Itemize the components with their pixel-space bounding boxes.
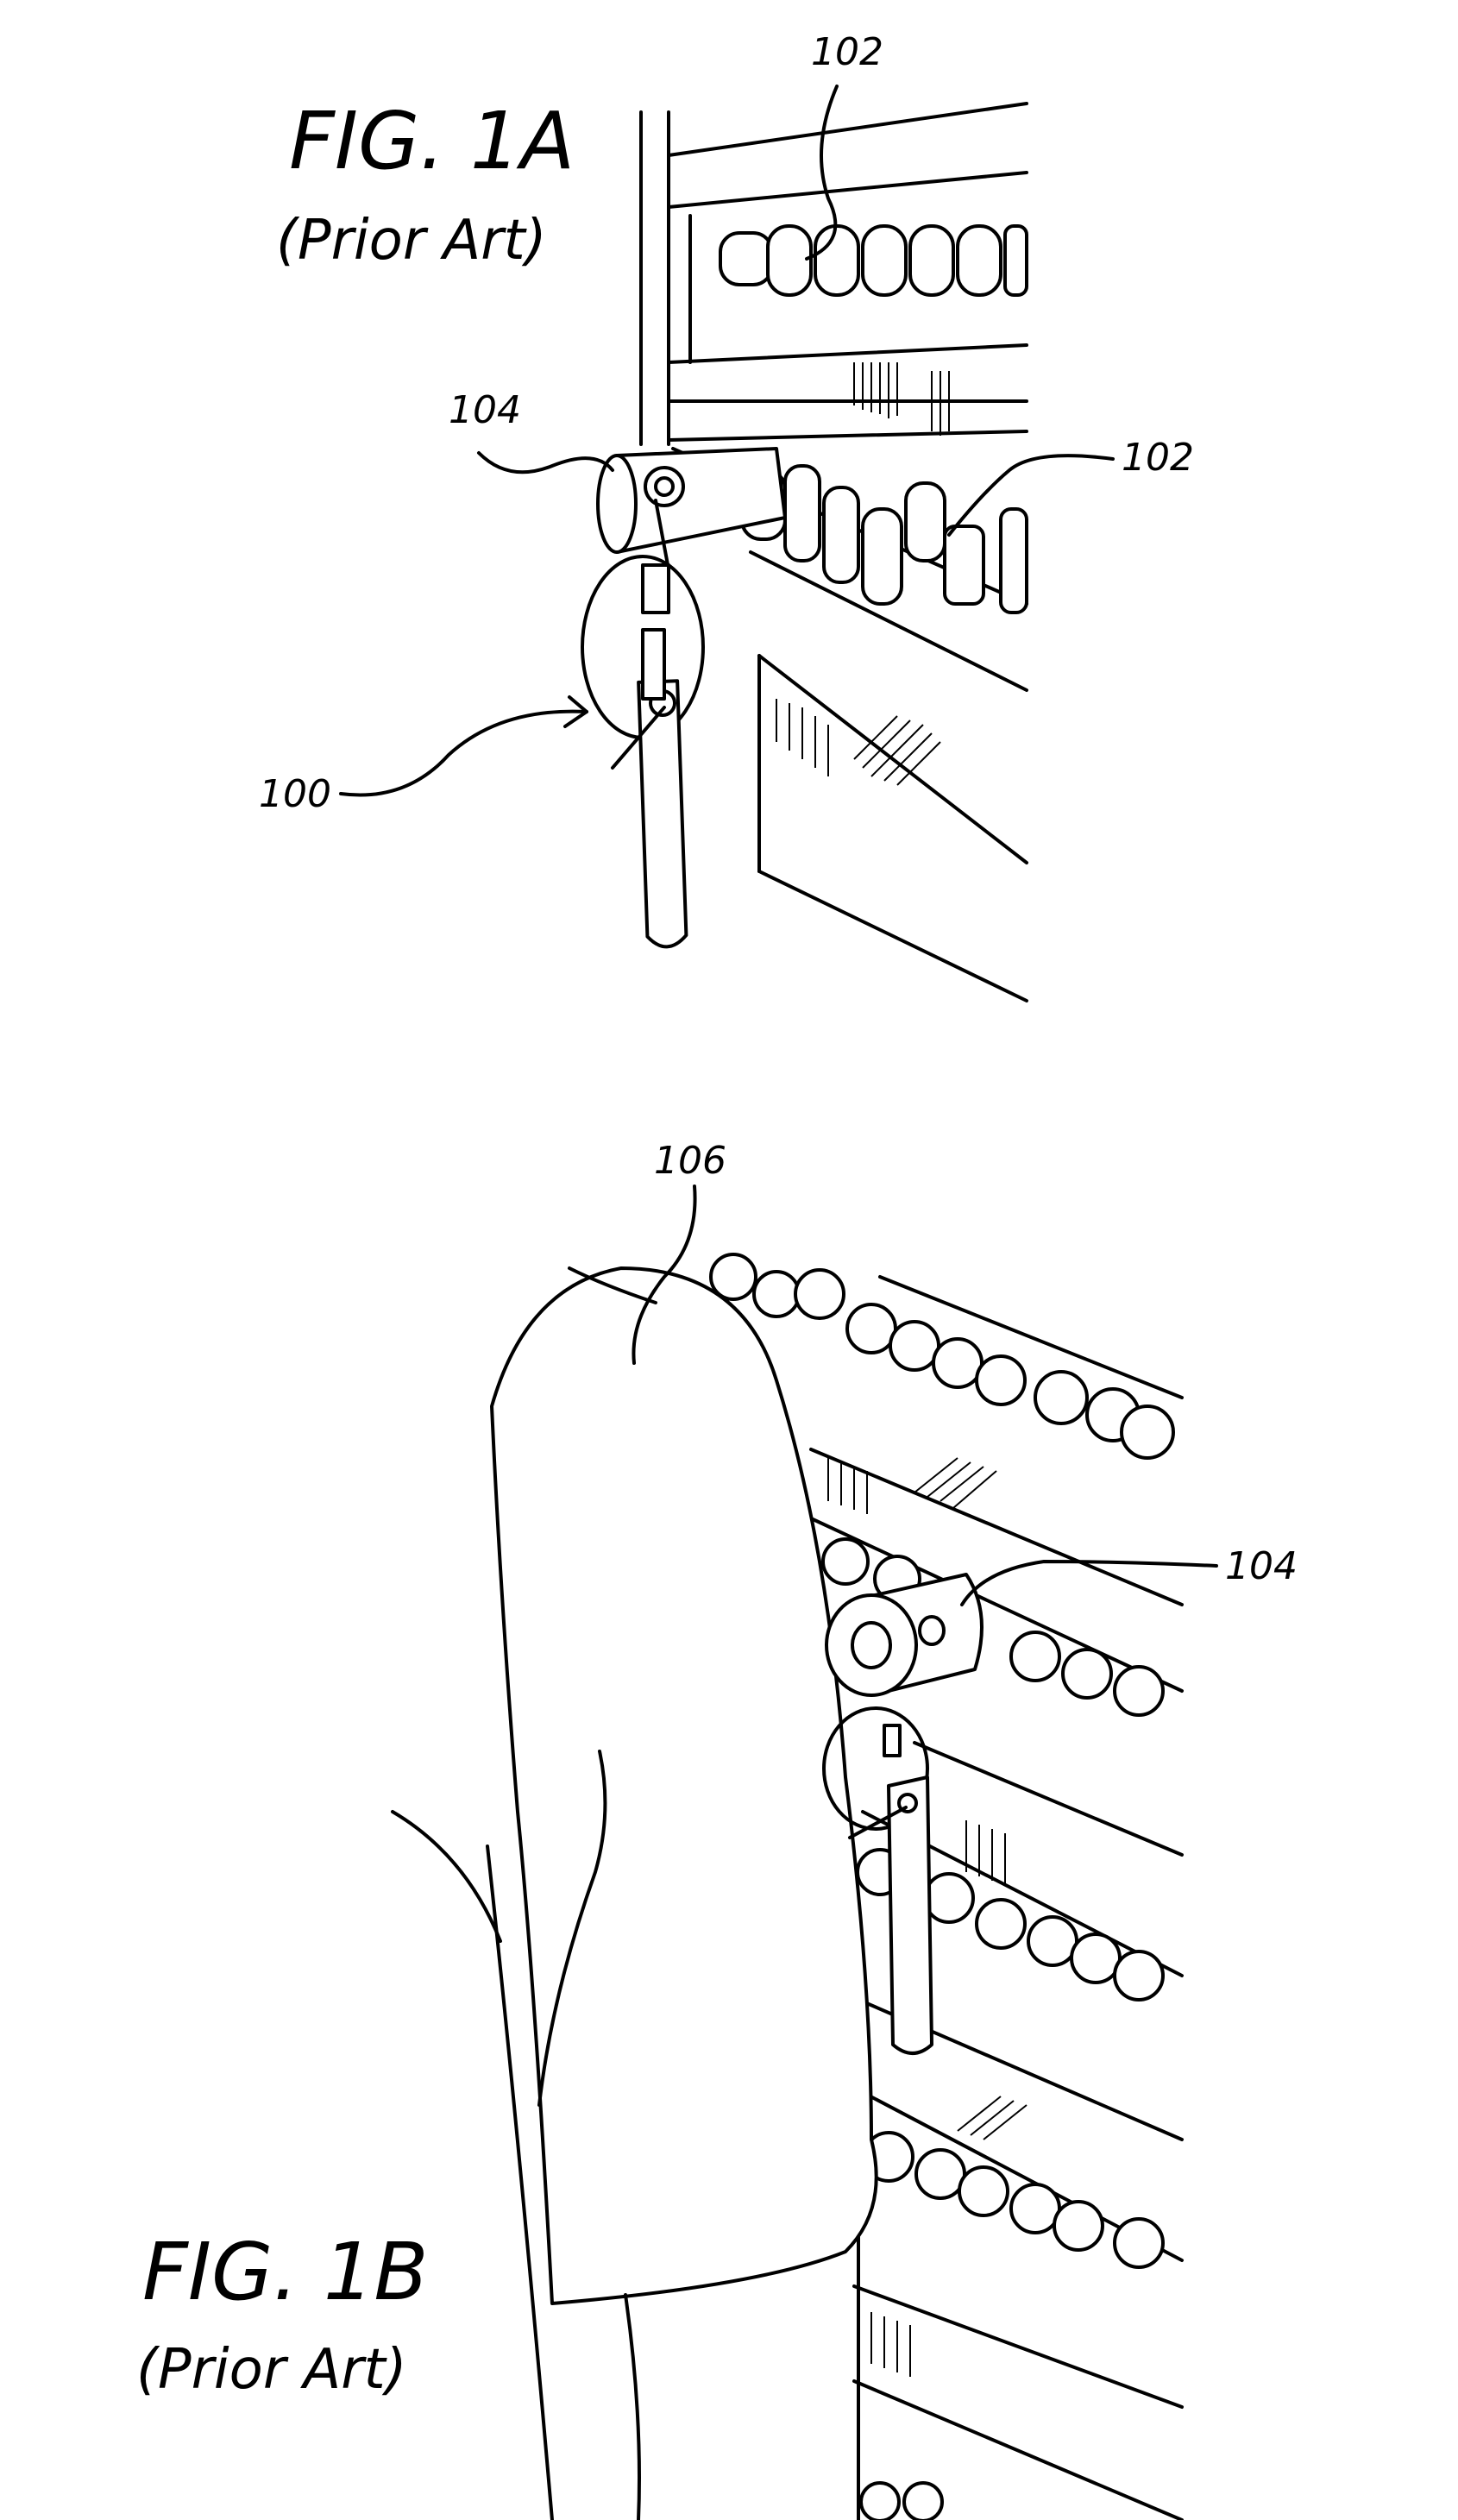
- key-ring-and-fob: [582, 500, 703, 947]
- ref-102-top: 102: [811, 30, 883, 74]
- fig-1a-title: FIG. 1A: [289, 95, 575, 187]
- ref-106: 106: [654, 1139, 726, 1183]
- person-silhouette-106: [393, 1268, 877, 2520]
- figure-1a: FIG. 1A (Prior Art): [259, 30, 1194, 1001]
- fig-1b-subtitle: (Prior Art): [136, 2338, 407, 2402]
- figure-1b: FIG. 1B (Prior Art): [136, 1139, 1298, 2520]
- hook-row-front: [742, 466, 1027, 613]
- hook-row-back: [720, 226, 1027, 295]
- fig-1a-subtitle: (Prior Art): [276, 209, 547, 273]
- ref-104-fig-1a: 104: [449, 388, 521, 432]
- ref-102-right: 102: [1122, 436, 1194, 480]
- fig-1b-title: FIG. 1B: [142, 2226, 428, 2318]
- ref-100: 100: [259, 772, 331, 816]
- leaders-fig-1a: [341, 86, 1113, 795]
- ref-104-fig-1b: 104: [1225, 1544, 1298, 1588]
